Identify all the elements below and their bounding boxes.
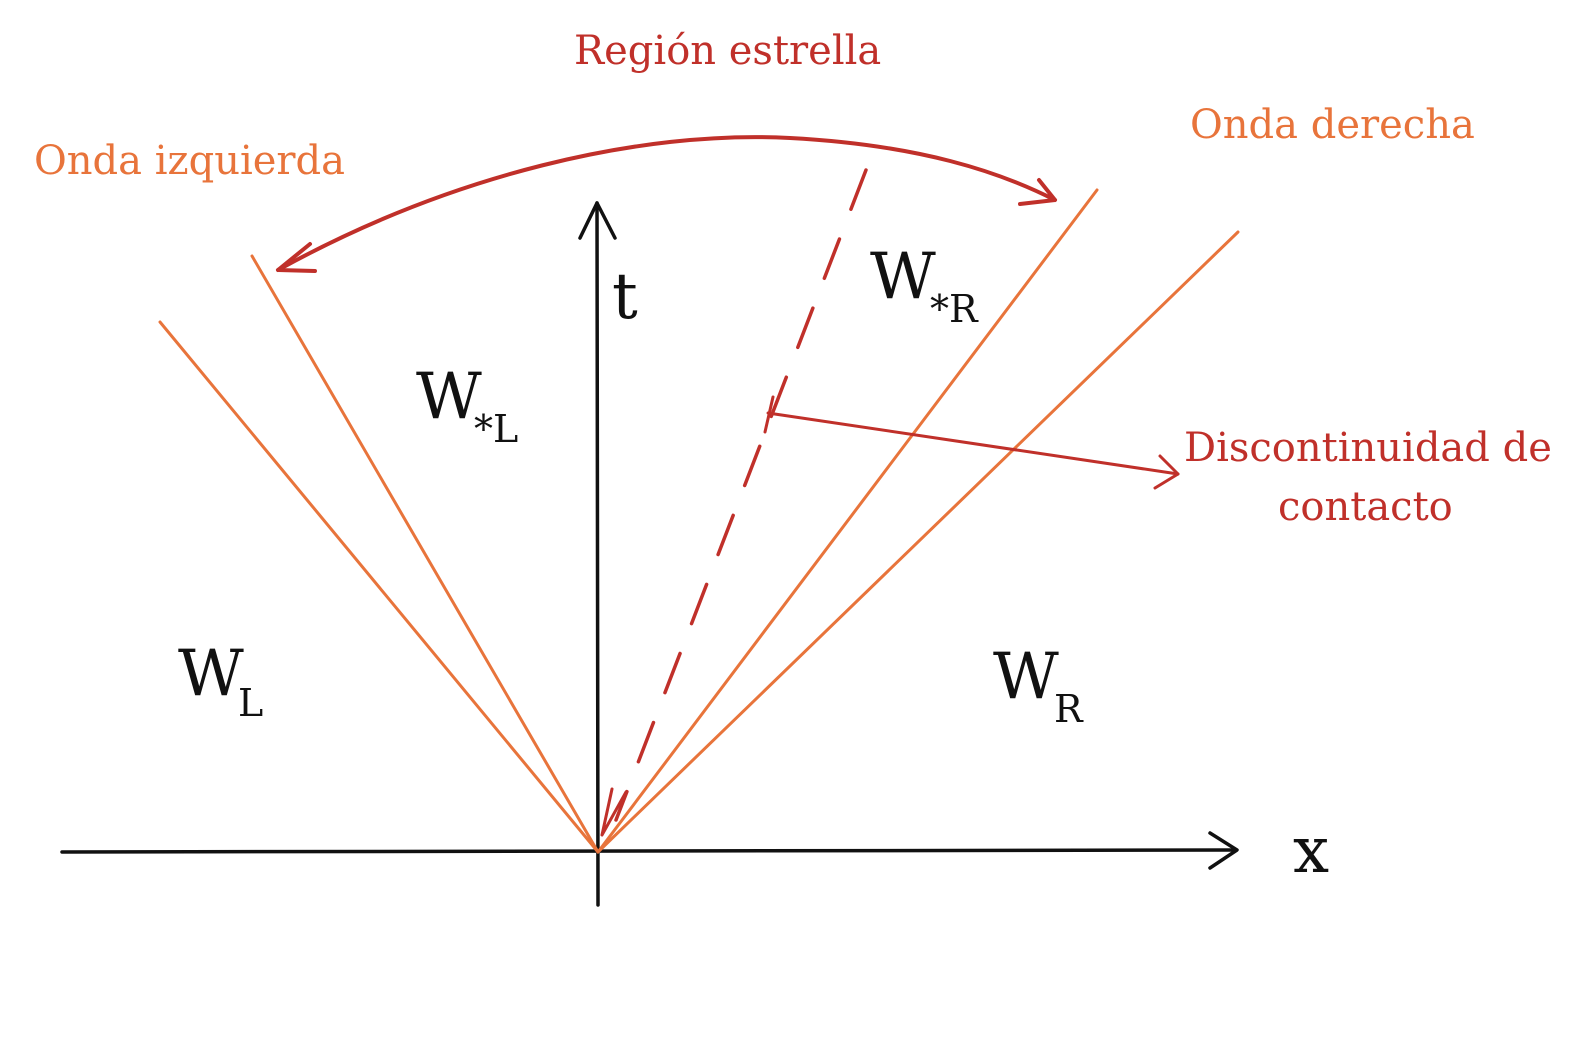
star-region-label: Región estrella xyxy=(574,28,881,74)
state-w-left-main: W xyxy=(178,637,244,711)
t-axis-arrowhead xyxy=(578,201,617,240)
left-wave-outer-line xyxy=(158,320,600,854)
state-w-star-left-main: W xyxy=(416,360,482,434)
contact-annotation-arrow xyxy=(763,395,1180,490)
star-region-arrow xyxy=(276,135,1057,273)
star-region-left-arrowhead xyxy=(276,242,317,273)
contact-discontinuity-line xyxy=(614,168,868,822)
left-wave-fan xyxy=(158,254,600,854)
right-wave-outer-line xyxy=(596,230,1240,854)
right-wave-label: Onda derecha xyxy=(1190,102,1475,148)
x-axis-arrowhead xyxy=(1208,831,1239,870)
state-w-star-left-sub: *L xyxy=(474,407,518,451)
state-w-star-left: W *L xyxy=(416,360,518,451)
state-w-star-right-sub: *R xyxy=(930,287,979,331)
axes xyxy=(60,201,1239,907)
state-w-star-right: W *R xyxy=(870,240,979,331)
star-region-right-arrowhead xyxy=(1018,178,1057,206)
state-w-right-sub: R xyxy=(1054,687,1084,731)
contact-discontinuity-arrowhead xyxy=(600,787,628,837)
state-w-right: W R xyxy=(993,640,1084,731)
contact-label-line2: contacto xyxy=(1278,484,1453,530)
contact-label-line1: Discontinuidad de xyxy=(1184,425,1552,471)
t-axis-line xyxy=(595,201,600,907)
star-region-arc xyxy=(276,135,1057,272)
contact-annotation-arrowhead xyxy=(1153,454,1180,490)
state-w-left-sub: L xyxy=(238,681,263,725)
x-axis-label: x xyxy=(1293,814,1329,888)
left-wave-inner-line xyxy=(250,254,600,854)
left-wave-label: Onda izquierda xyxy=(34,138,345,184)
contact-annotation-line xyxy=(766,411,1180,476)
x-axis-line xyxy=(60,848,1237,854)
right-wave-inner-line xyxy=(596,188,1099,854)
state-w-left: W L xyxy=(178,637,263,725)
state-w-star-right-main: W xyxy=(870,240,936,314)
state-w-right-main: W xyxy=(993,640,1059,714)
contact-discontinuity xyxy=(600,168,868,837)
right-wave-fan xyxy=(596,188,1240,854)
t-axis-label: t xyxy=(612,260,638,334)
